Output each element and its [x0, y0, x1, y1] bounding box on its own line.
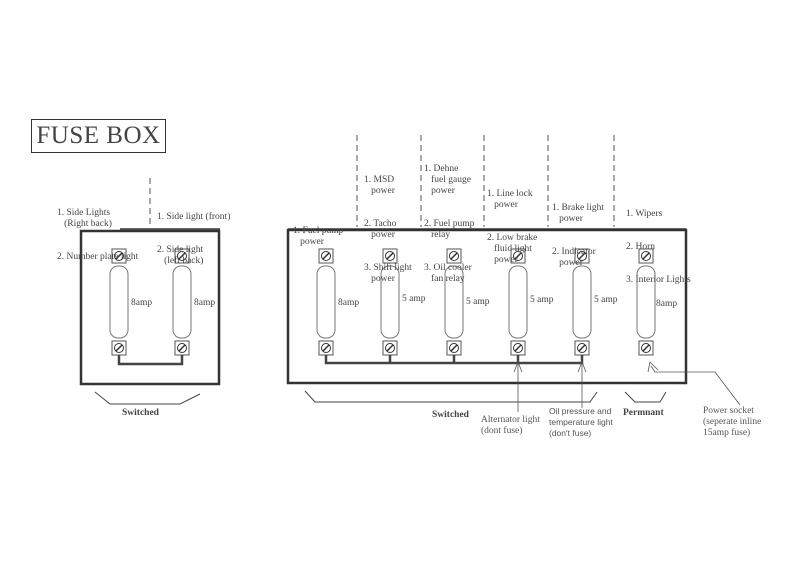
circuit-label: 1. Side light (front)	[157, 212, 231, 222]
fuse-3-circuits: 1. Fuel pump power	[293, 204, 343, 259]
circuit-label: 3. Interior Lights	[626, 275, 691, 285]
fuse-rating: 5 amp	[594, 295, 618, 305]
oil-pressure-note: Oil pressure and temperature light (don'…	[549, 406, 613, 438]
circuit-label: 2. Fuel pump relay	[424, 219, 475, 240]
fuse-2-circuits: 1. Side light (front) 2. Side light (lef…	[157, 190, 230, 278]
circuit-label: 1. Side Lights (Right back)	[57, 208, 112, 229]
circuit-label: 2. Low brake fluid light power	[487, 233, 538, 265]
circuit-label: 3. Oil cooler fan relay	[424, 263, 472, 284]
fuse-6-circuits: 1. Line lock power 2. Low brake fluid li…	[487, 167, 537, 277]
fuse-rating: 8amp	[194, 298, 216, 308]
fuse-rating: 5 amp	[466, 297, 490, 307]
diagram-title: FUSE BOX	[31, 119, 166, 153]
circuit-label: 2. Horn	[626, 242, 656, 252]
circuit-label: 1. MSD power	[364, 175, 395, 196]
circuit-label: 1. Dehne fuel gauge power	[424, 164, 471, 196]
fuse-rating: 8amp	[338, 298, 360, 308]
fuse-rating: 8amp	[656, 299, 678, 309]
fuse-8-circuits: 1. Wipers 2. Horn 3. Interior Lights	[626, 187, 691, 297]
fuse-5-circuits: 1. Dehne fuel gauge power 2. Fuel pump r…	[424, 142, 474, 296]
switched-label-left: Switched	[122, 408, 159, 418]
switched-label-right: Switched	[432, 410, 469, 420]
fuse-rating: 8amp	[131, 298, 153, 308]
circuit-label: 3. Shift light power	[364, 263, 412, 284]
fuse-rating: 5 amp	[402, 294, 426, 304]
circuit-label: 1. Brake light power	[552, 203, 604, 224]
circuit-label: 2. Indicator power	[552, 247, 596, 268]
power-socket-note: Power socket (seperate inline 15amp fuse…	[703, 406, 762, 438]
permanent-label: Permnant	[623, 408, 664, 418]
fuse-rating: 5 amp	[530, 295, 554, 305]
circuit-label: 1. Fuel pump power	[293, 226, 344, 247]
circuit-label: 1. Wipers	[626, 209, 663, 219]
circuit-label: 2. Number plate light	[57, 252, 139, 262]
fuse-4-circuits: 1. MSD power 2. Tacho power 3. Shift lig…	[364, 153, 412, 296]
circuit-label: 2. Side light (left back)	[157, 245, 204, 266]
fuse-1-circuits: 1. Side Lights (Right back) 2. Number pl…	[57, 186, 138, 274]
circuit-label: 2. Tacho power	[364, 219, 397, 240]
circuit-label: 1. Line lock power	[487, 189, 533, 210]
alternator-note: Alternator light (dont fuse)	[481, 415, 540, 436]
fuse-7-circuits: 1. Brake light power 2. Indicator power	[552, 181, 604, 280]
